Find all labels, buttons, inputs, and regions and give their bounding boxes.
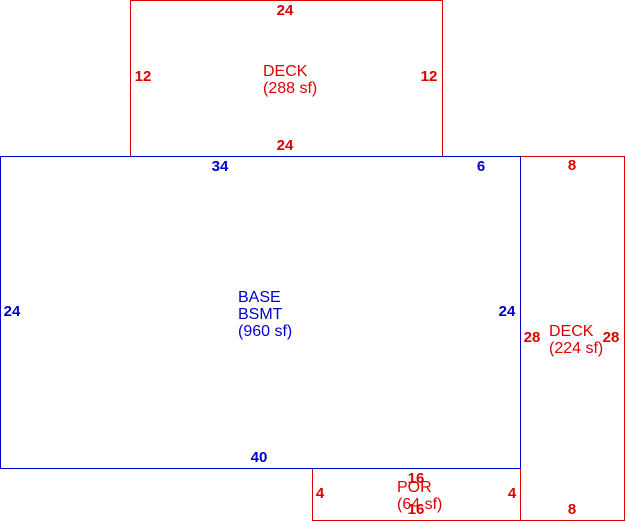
porch-dim-right: 4 <box>508 485 517 502</box>
porch-area: (64 sf) <box>397 496 442 513</box>
deck-top-dim-bottom: 24 <box>277 137 294 154</box>
porch-section: 16 4 4 16 POR (64 sf) <box>312 468 521 521</box>
base-name-line2: BSMT <box>238 306 283 323</box>
porch-dim-bottom: 16 <box>408 501 425 518</box>
deck-top-section: 24 12 12 24 DECK (288 sf) <box>130 0 443 157</box>
deck-top-name: DECK <box>263 63 308 80</box>
deck-top-dim-top: 24 <box>277 2 294 19</box>
deck-right-dim-left: 28 <box>524 329 541 346</box>
porch-dim-left: 4 <box>316 485 325 502</box>
deck-top-area: (288 sf) <box>263 80 317 97</box>
porch-dim-top: 16 <box>408 470 425 487</box>
base-name-line1: BASE <box>238 289 281 306</box>
deck-right-section: 8 28 28 8 DECK (224 sf) <box>520 156 625 521</box>
base-dim-top-right: 6 <box>477 158 485 175</box>
base-dim-left: 24 <box>4 303 21 320</box>
base-dim-bottom: 40 <box>251 449 268 466</box>
base-dim-right: 24 <box>499 303 516 320</box>
deck-right-area: (224 sf) <box>549 340 603 357</box>
porch-name: POR <box>397 479 432 496</box>
base-dim-top-left: 34 <box>212 158 229 175</box>
deck-right-name: DECK <box>549 323 594 340</box>
base-area: (960 sf) <box>238 323 292 340</box>
deck-right-dim-top: 8 <box>568 157 576 174</box>
deck-top-dim-right: 12 <box>421 68 438 85</box>
deck-right-dim-bottom: 8 <box>568 501 576 518</box>
base-section: 34 6 24 24 40 BASE BSMT (960 sf) <box>0 156 521 469</box>
deck-right-dim-right: 28 <box>603 329 620 346</box>
deck-top-dim-left: 12 <box>135 68 152 85</box>
base-outline <box>0 156 521 469</box>
